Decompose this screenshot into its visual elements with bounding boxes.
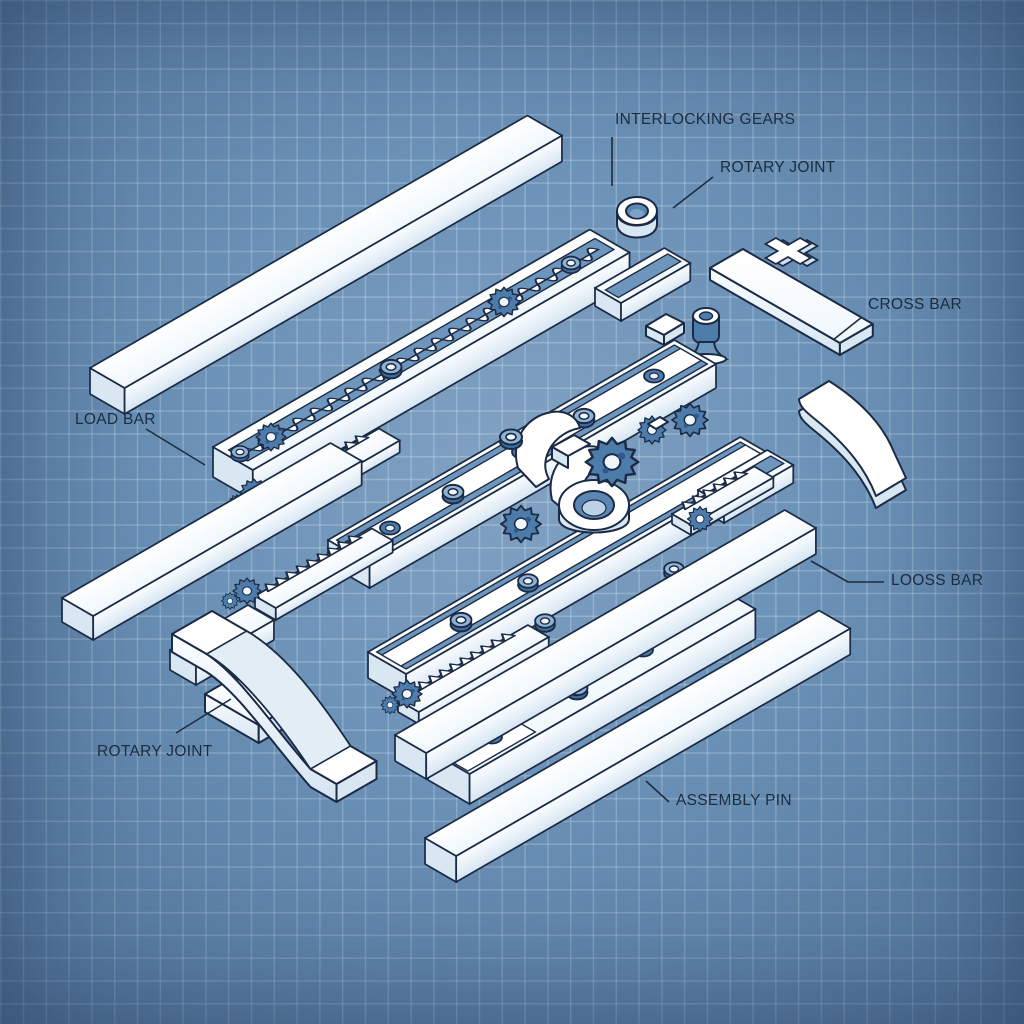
label-load-bar: LOAD BAR — [75, 411, 156, 428]
label-looss-bar: LOOSS BAR — [891, 572, 984, 589]
leader-rotary-joint-bottom — [175, 698, 232, 734]
nut — [230, 445, 250, 463]
leader-load-bar — [145, 428, 206, 466]
pin-hole — [643, 368, 665, 384]
bracket-arm — [514, 410, 581, 488]
cross-bar — [709, 248, 874, 356]
rotary-joint-ring — [616, 196, 658, 239]
leader-rotary-joint-top — [672, 176, 714, 209]
gear-icon — [501, 506, 541, 543]
callout-leaders — [145, 137, 884, 803]
nut — [560, 255, 582, 275]
cross-connector — [763, 237, 820, 267]
label-rotary-joint-bottom: ROTARY JOINT — [97, 743, 213, 760]
label-cross-bar: CROSS BAR — [868, 296, 962, 313]
label-interlocking-gears: INTERLOCKING GEARS — [615, 111, 796, 128]
nut — [379, 358, 403, 380]
nut — [449, 611, 473, 633]
leader-assembly-pin — [645, 780, 670, 803]
plain-bar-top-left — [88, 114, 564, 416]
leader-cross-bar — [832, 316, 863, 341]
nut — [499, 428, 523, 450]
leader-looss-bar — [810, 560, 884, 583]
label-assembly-pin: ASSEMBLY PIN — [676, 792, 792, 809]
s-curve-bar — [171, 610, 378, 803]
rack-strip-right — [670, 465, 775, 537]
label-rotary-joint-top: ROTARY JOINT — [720, 159, 836, 176]
load-bar-channel — [211, 228, 631, 502]
pin-hole — [379, 520, 401, 536]
pinion-with-axle — [637, 415, 669, 445]
assembly-pin-bar — [423, 609, 852, 884]
plain-bar-left — [60, 442, 363, 642]
curved-ramp-right — [798, 380, 907, 509]
nut — [441, 483, 465, 505]
nut — [534, 613, 556, 633]
rack-strip-2 — [221, 527, 394, 622]
short-rail-top — [593, 247, 692, 323]
nut — [517, 573, 539, 593]
loose-bar — [393, 509, 818, 781]
rotary-joint-mechanism — [499, 403, 708, 543]
